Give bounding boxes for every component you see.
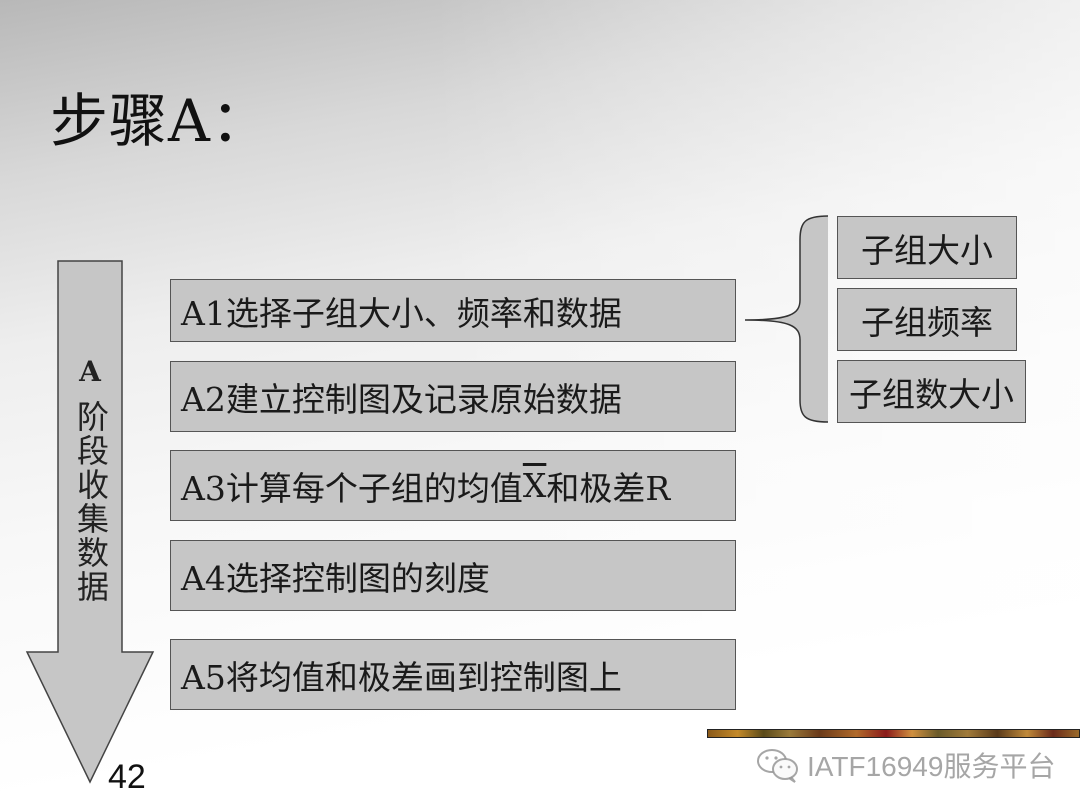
sub-item-label: 子组数大小 — [849, 374, 1014, 414]
sub-item-label: 子组频率 — [861, 302, 993, 342]
curly-brace-icon — [745, 216, 828, 422]
sub-item-label: 子组大小 — [861, 230, 993, 270]
watermark-text: IATF16949服务平台 — [807, 751, 1056, 782]
step-a5-label: A5将均值和极差画到控制图上 — [181, 657, 622, 697]
step-a3-label-after: 和极差R — [546, 468, 671, 508]
xbar-symbol: X — [522, 466, 547, 505]
sub-item-subgroup-frequency: 子组频率 — [837, 288, 1017, 351]
footer-decorative-bar — [707, 729, 1080, 738]
page-number: 42 — [108, 758, 146, 796]
phase-letter: A — [79, 355, 101, 388]
step-a3-label-before: A3计算每个子组的均值 — [181, 468, 523, 508]
slide-title: 步骤A： — [50, 87, 270, 155]
step-a2-label: A2建立控制图及记录原始数据 — [181, 379, 622, 419]
sub-item-subgroup-size: 子组大小 — [837, 216, 1017, 279]
phase-label: 阶段收集数据 — [72, 400, 110, 604]
sub-item-subgroup-count: 子组数大小 — [837, 360, 1026, 423]
step-a4-box: A4选择控制图的刻度 — [170, 540, 736, 611]
wechat-icon — [757, 749, 798, 783]
step-a1-box: A1选择子组大小、频率和数据 — [170, 279, 736, 342]
step-a4-label: A4选择控制图的刻度 — [181, 558, 490, 598]
phase-down-arrow-icon — [25, 260, 155, 784]
watermark: IATF16949服务平台 — [755, 745, 1055, 785]
step-a5-box: A5将均值和极差画到控制图上 — [170, 639, 736, 710]
step-a1-label: A1选择子组大小、频率和数据 — [181, 293, 622, 333]
curly-brace-outline — [744, 215, 829, 423]
step-a2-box: A2建立控制图及记录原始数据 — [170, 361, 736, 432]
